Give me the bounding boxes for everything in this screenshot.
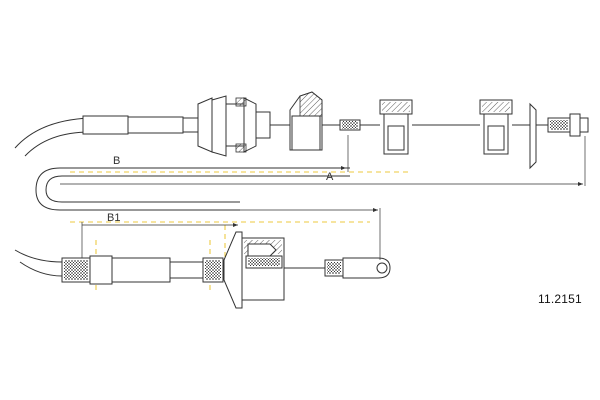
lower-cable-assembly — [14, 231, 391, 309]
dimension-label-b: B — [113, 155, 121, 167]
dimension-lines — [60, 135, 586, 260]
sheath-loop — [35, 167, 350, 211]
dimension-label-b1: B1 — [107, 212, 121, 224]
upper-cable-assembly — [14, 91, 589, 170]
guide-lines — [70, 171, 410, 290]
dimension-label-a: A — [326, 171, 334, 183]
part-number: 11.2151 — [538, 292, 582, 306]
